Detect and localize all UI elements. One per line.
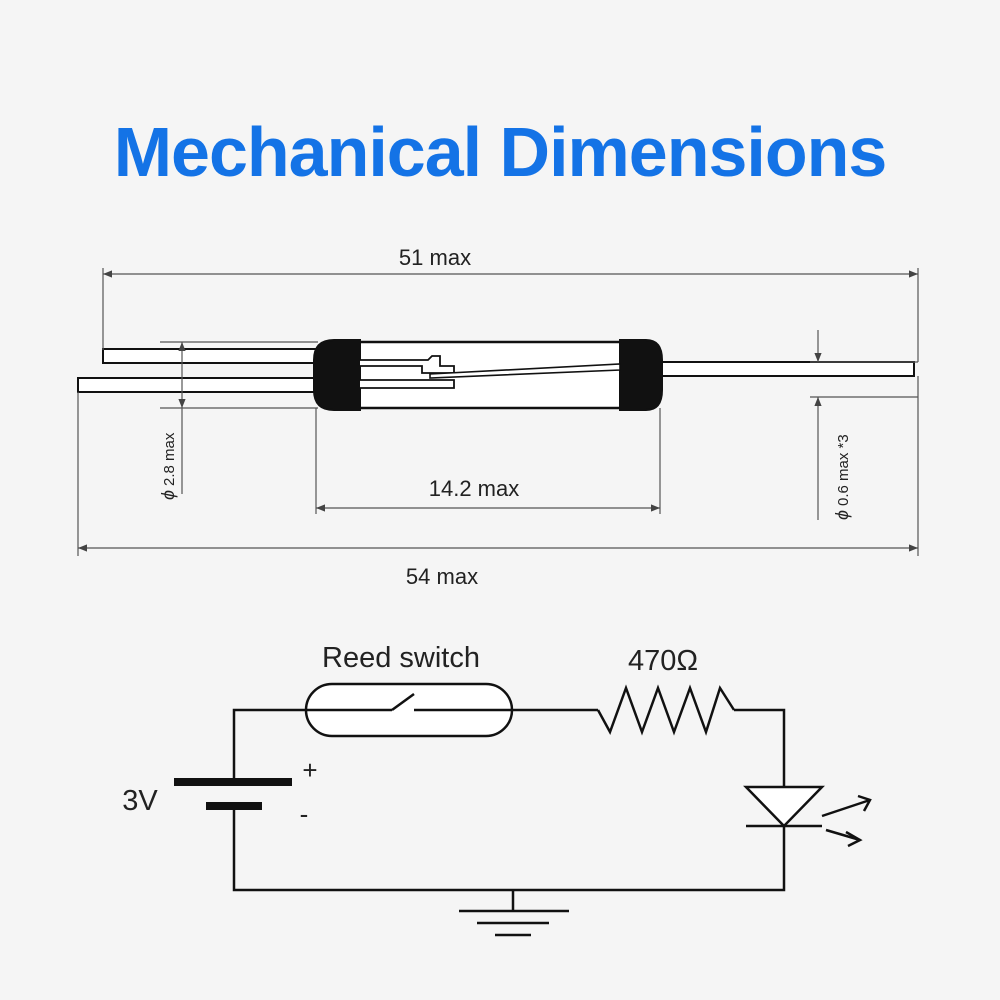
circuit-labels: Reed switch 470Ω 3V + - — [122, 642, 698, 829]
dim-54-label: 54 max — [406, 564, 478, 589]
dim-51-label: 51 max — [399, 245, 471, 270]
right-seal — [619, 339, 663, 411]
battery-plus-label: + — [302, 755, 317, 785]
left-contact-lower — [360, 379, 455, 389]
page-title: Mechanical Dimensions — [113, 113, 888, 191]
dimension-lines — [77, 268, 919, 556]
dimension-labels: 51 max 54 max 14.2 max ϕ 2.8 max ϕ 0.6 m… — [158, 245, 852, 589]
wire-resistor-to-led — [734, 708, 786, 787]
dim-lead-diameter-symbol: ϕ — [832, 510, 852, 520]
dim-14-label: 14.2 max — [429, 476, 520, 501]
dim-diameter-symbol: ϕ — [158, 490, 178, 500]
right-contact-reed — [429, 363, 621, 379]
upper-left-lead — [102, 348, 329, 364]
resistor-symbol — [596, 684, 736, 736]
reed-switch-label: Reed switch — [322, 642, 480, 674]
ground-symbol — [459, 909, 569, 937]
circuit-schematic — [174, 682, 872, 937]
dim-0-6-label: 0.6 max *3 — [835, 434, 852, 506]
led-light-arrow-1 — [821, 798, 871, 818]
battery-minus-label: - — [300, 799, 309, 829]
wire-top-left — [232, 708, 306, 778]
lower-left-lead — [77, 377, 329, 393]
led-light-arrow-2 — [825, 828, 861, 842]
dim-2-8-label: 2.8 max — [161, 432, 178, 486]
wire-bottom — [232, 806, 786, 892]
battery-voltage-label: 3V — [122, 785, 158, 817]
led-symbol — [743, 785, 872, 848]
reed-switch-symbol — [304, 682, 514, 738]
reed-switch-drawing — [77, 339, 915, 411]
battery-symbol — [174, 778, 292, 810]
left-contact-reed — [360, 355, 455, 374]
resistor-label: 470Ω — [628, 645, 698, 677]
right-lead — [647, 361, 915, 377]
left-seal — [313, 339, 361, 411]
